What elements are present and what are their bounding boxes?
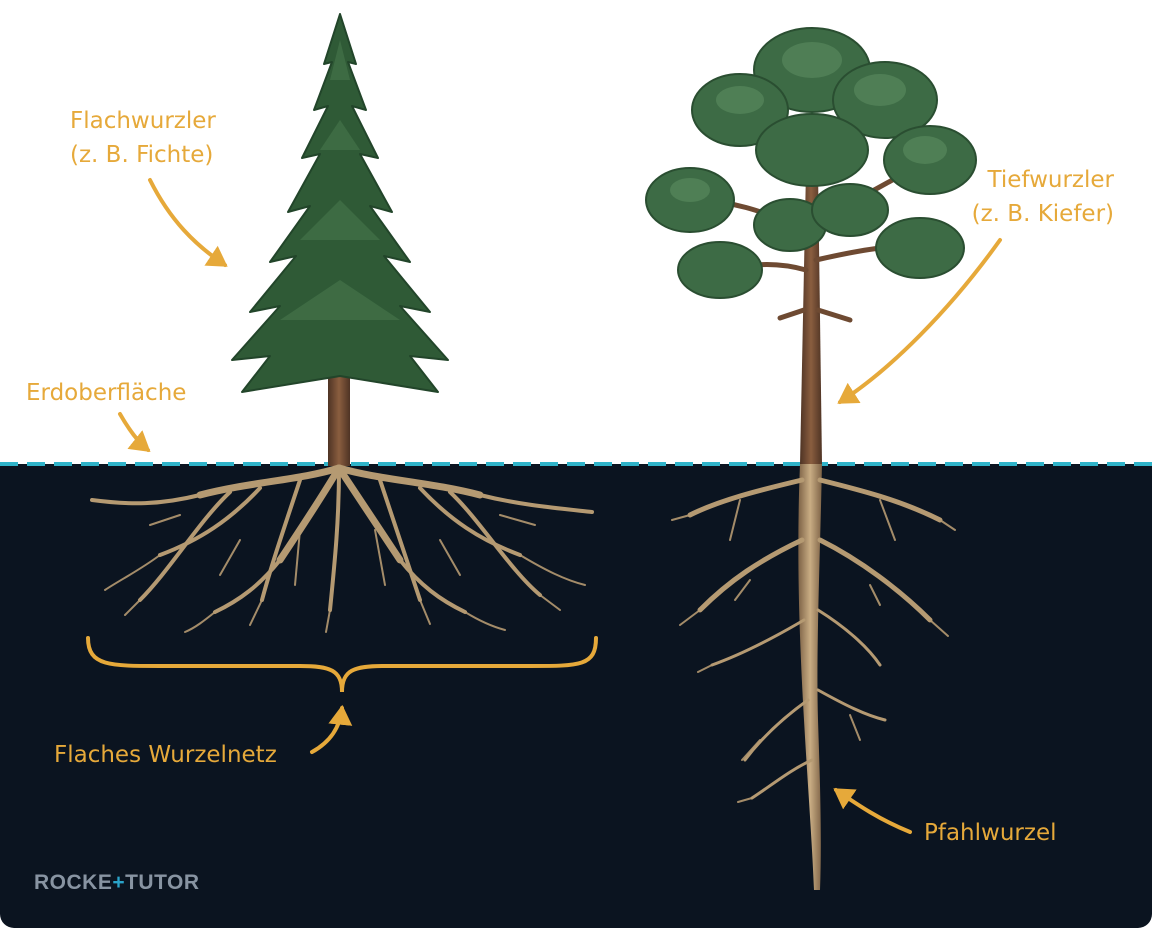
pine-tree: [645, 27, 977, 464]
soil-area: [0, 464, 1152, 928]
flachwurzler-label: Flachwurzler (z. B. Fichte): [70, 104, 216, 172]
flaches-wurzelnetz-label: Flaches Wurzelnetz: [54, 742, 277, 768]
tiefwurzler-label: Tiefwurzler (z. B. Kiefer): [972, 163, 1114, 231]
spruce-highlights: [280, 40, 400, 320]
arrow-icon: [837, 238, 1002, 404]
logo-text-part1: ROCKE: [34, 871, 113, 894]
tiefwurzler-line2: (z. B. Kiefer): [971, 201, 1114, 227]
arrow-icon: [833, 788, 912, 834]
tap-root: [798, 464, 822, 890]
pine-needle-clusters: [645, 27, 977, 299]
pine-tap-roots: [671, 464, 956, 890]
logo-text-part2: TUTOR: [125, 871, 200, 894]
pfahlwurzel-label: Pfahlwurzel: [924, 820, 1057, 846]
spruce-shallow-roots: [90, 464, 594, 633]
logo-plus: +: [112, 871, 126, 894]
flachwurzler-line1: Flachwurzler: [70, 108, 216, 134]
logo-mark: ROCKE+TUTOR: [34, 871, 200, 895]
curly-brace-icon: [86, 636, 598, 693]
pine-needle-highlights: [670, 42, 947, 202]
tiefwurzler-line1: Tiefwurzler: [987, 167, 1115, 193]
arrow-icon: [310, 704, 353, 754]
arrow-icon: [148, 178, 228, 267]
erdoberflaeche-label: Erdoberfläche: [26, 380, 187, 406]
arrow-icon: [118, 412, 151, 452]
spruce-tree: [231, 13, 449, 466]
annotations: [86, 178, 1002, 834]
flachwurzler-line2: (z. B. Fichte): [70, 142, 214, 168]
